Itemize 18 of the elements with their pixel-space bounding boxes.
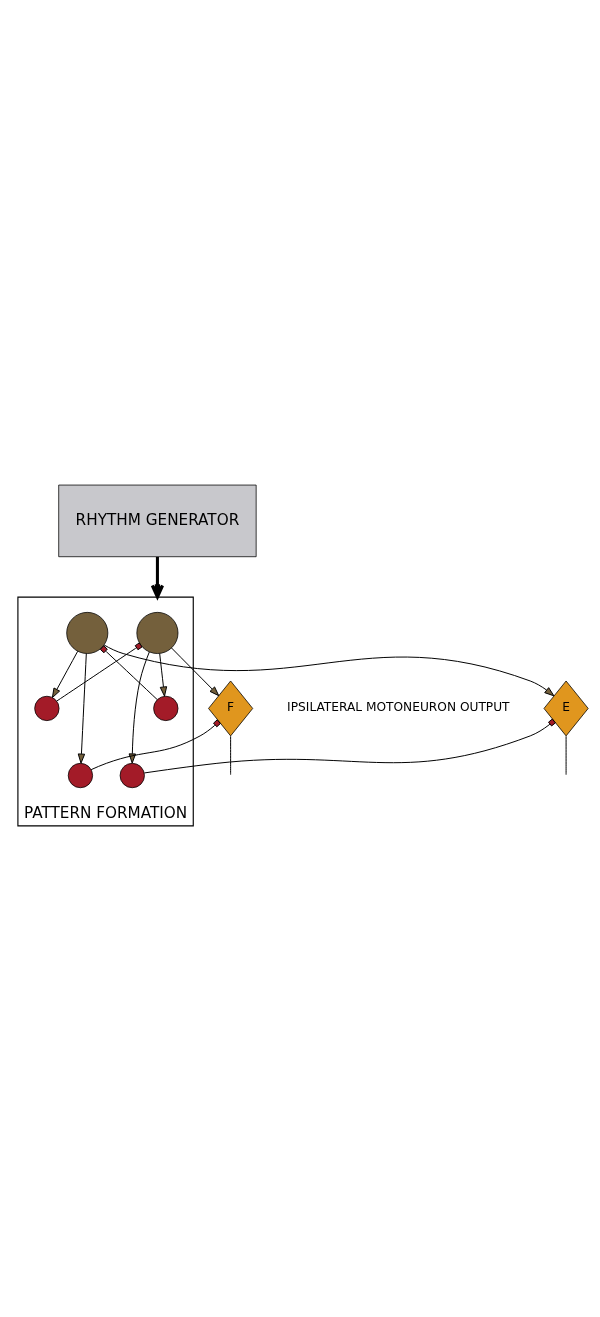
node-circle [119, 762, 145, 789]
arrow [159, 653, 168, 697]
label: IPSILATERAL MOTONEURON OUTPUT [287, 700, 510, 715]
connector [56, 642, 143, 702]
connector [90, 719, 221, 771]
connector [230, 735, 232, 776]
arrow [128, 651, 150, 764]
arrow [150, 556, 165, 599]
node-box: RHYTHM GENERATOR [58, 484, 257, 558]
connector [143, 718, 556, 774]
arrow [51, 650, 79, 699]
arrow [77, 653, 87, 764]
cluster: PATTERN FORMATION [17, 596, 194, 827]
node-circle [153, 695, 179, 721]
connector [565, 735, 567, 776]
node-circle [34, 695, 60, 721]
node-circle [67, 762, 93, 789]
arrow [171, 647, 220, 697]
